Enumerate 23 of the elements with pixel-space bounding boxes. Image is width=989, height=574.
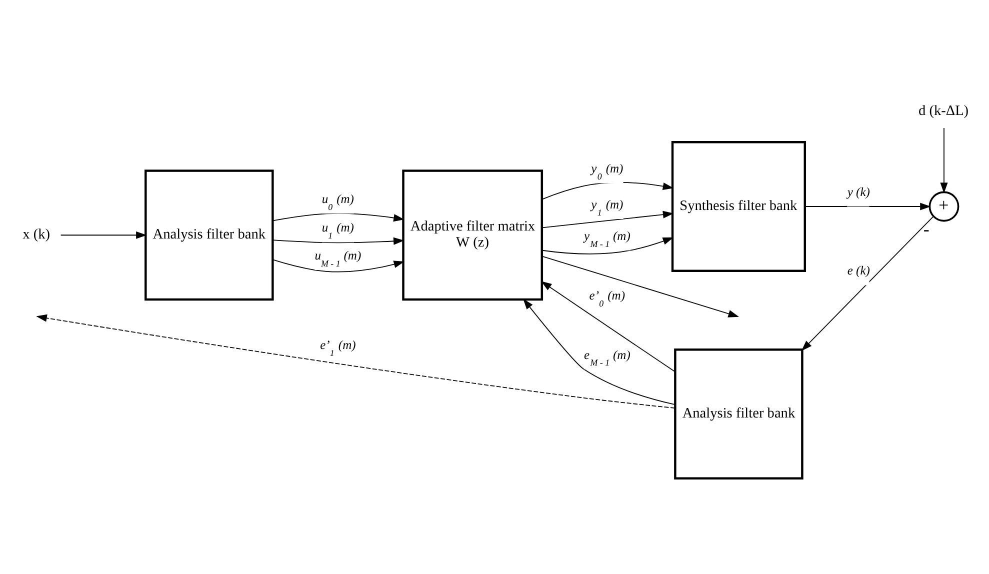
node-label: - (923, 219, 930, 240)
arrow (60, 231, 147, 239)
arrow (272, 213, 404, 222)
node-box: Synthesis filter bank (671, 140, 806, 272)
edge-label: y (k) (847, 184, 870, 199)
arrow (523, 298, 676, 406)
node-circle: + (928, 191, 960, 222)
arrow (540, 281, 676, 372)
node-box: Adaptive filter matrix W (z) (402, 170, 544, 301)
arrow (36, 314, 676, 408)
arrow (272, 259, 405, 272)
node-text: d (k-ΔL) (918, 103, 969, 120)
arrow (542, 210, 674, 228)
arrow (542, 256, 739, 318)
edge-label: e (k) (847, 264, 870, 278)
arrow (542, 237, 674, 254)
arrow (801, 216, 934, 352)
node-text: x (k) (22, 226, 50, 243)
node-box: Analysis filter bank (144, 170, 274, 301)
arrow (804, 202, 931, 210)
node-box: Analysis filter bank (674, 348, 804, 480)
arrow (940, 128, 948, 194)
arrow (272, 237, 404, 245)
